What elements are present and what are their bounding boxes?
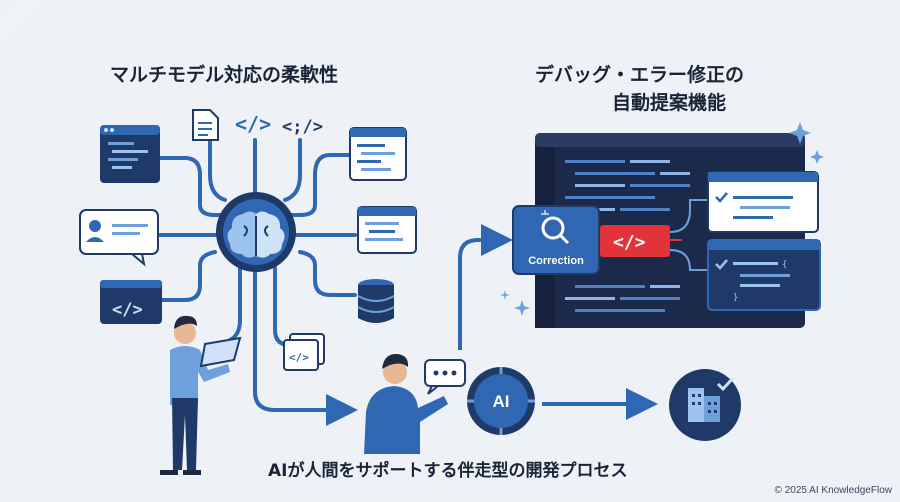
- svg-text:<;/>: <;/>: [282, 117, 323, 137]
- suggestion-link: [669, 199, 708, 233]
- copyright: © 2025 AI KnowledgeFlow: [774, 485, 892, 496]
- light-glow: [0, 0, 170, 170]
- ai-badge-label: AI: [492, 392, 510, 411]
- code-window-icon: </>: [100, 280, 162, 324]
- error-code-icon: </>: [588, 225, 682, 257]
- suggestion-link: [669, 249, 708, 271]
- document-icon: [192, 109, 219, 141]
- ai-badge-icon: [467, 367, 535, 435]
- person-icon: [364, 353, 448, 454]
- code-window-icon: [357, 206, 417, 254]
- chat-user-icon: [79, 209, 159, 267]
- code-tag-icon: </>: [235, 112, 271, 136]
- person-icon: [160, 315, 242, 475]
- sparkle-icon: [500, 122, 824, 316]
- code-window-icon: [349, 127, 407, 181]
- bottom-caption: AIが人間をサポートする伴走型の開発プロセス: [268, 461, 628, 481]
- suggestion-panel: { }: [707, 239, 821, 311]
- magnifier-icon: [541, 216, 565, 240]
- database-icon: [357, 279, 395, 323]
- svg-text:</>: </>: [235, 112, 271, 136]
- right-section-title-line2: 自動提案機能: [612, 92, 727, 114]
- building-icon: [669, 369, 741, 441]
- code-window-icon: [100, 125, 160, 183]
- suggestion-panel: [707, 171, 819, 233]
- svg-text:</>: </>: [289, 351, 309, 364]
- correction-box: [512, 205, 600, 275]
- svg-text:}: }: [733, 293, 738, 303]
- chat-bubble-icon: [424, 359, 466, 395]
- brain-icon: [216, 192, 296, 272]
- svg-text:</>: </>: [613, 232, 646, 253]
- right-section-title-line1: デバッグ・エラー修正の: [535, 64, 745, 86]
- code-tag-alt-icon: <;/>: [282, 117, 323, 137]
- left-section-title: マルチモデル対応の柔軟性: [110, 64, 339, 86]
- svg-text:</>: </>: [112, 300, 143, 320]
- correction-label: Correction: [528, 255, 584, 267]
- arrow-to-correction: [458, 224, 513, 350]
- check-icon: [715, 259, 728, 270]
- svg-text:{: {: [782, 260, 787, 270]
- hub-connectors: [158, 133, 358, 426]
- check-icon: [715, 192, 728, 203]
- code-window-icon: </>: [283, 333, 325, 371]
